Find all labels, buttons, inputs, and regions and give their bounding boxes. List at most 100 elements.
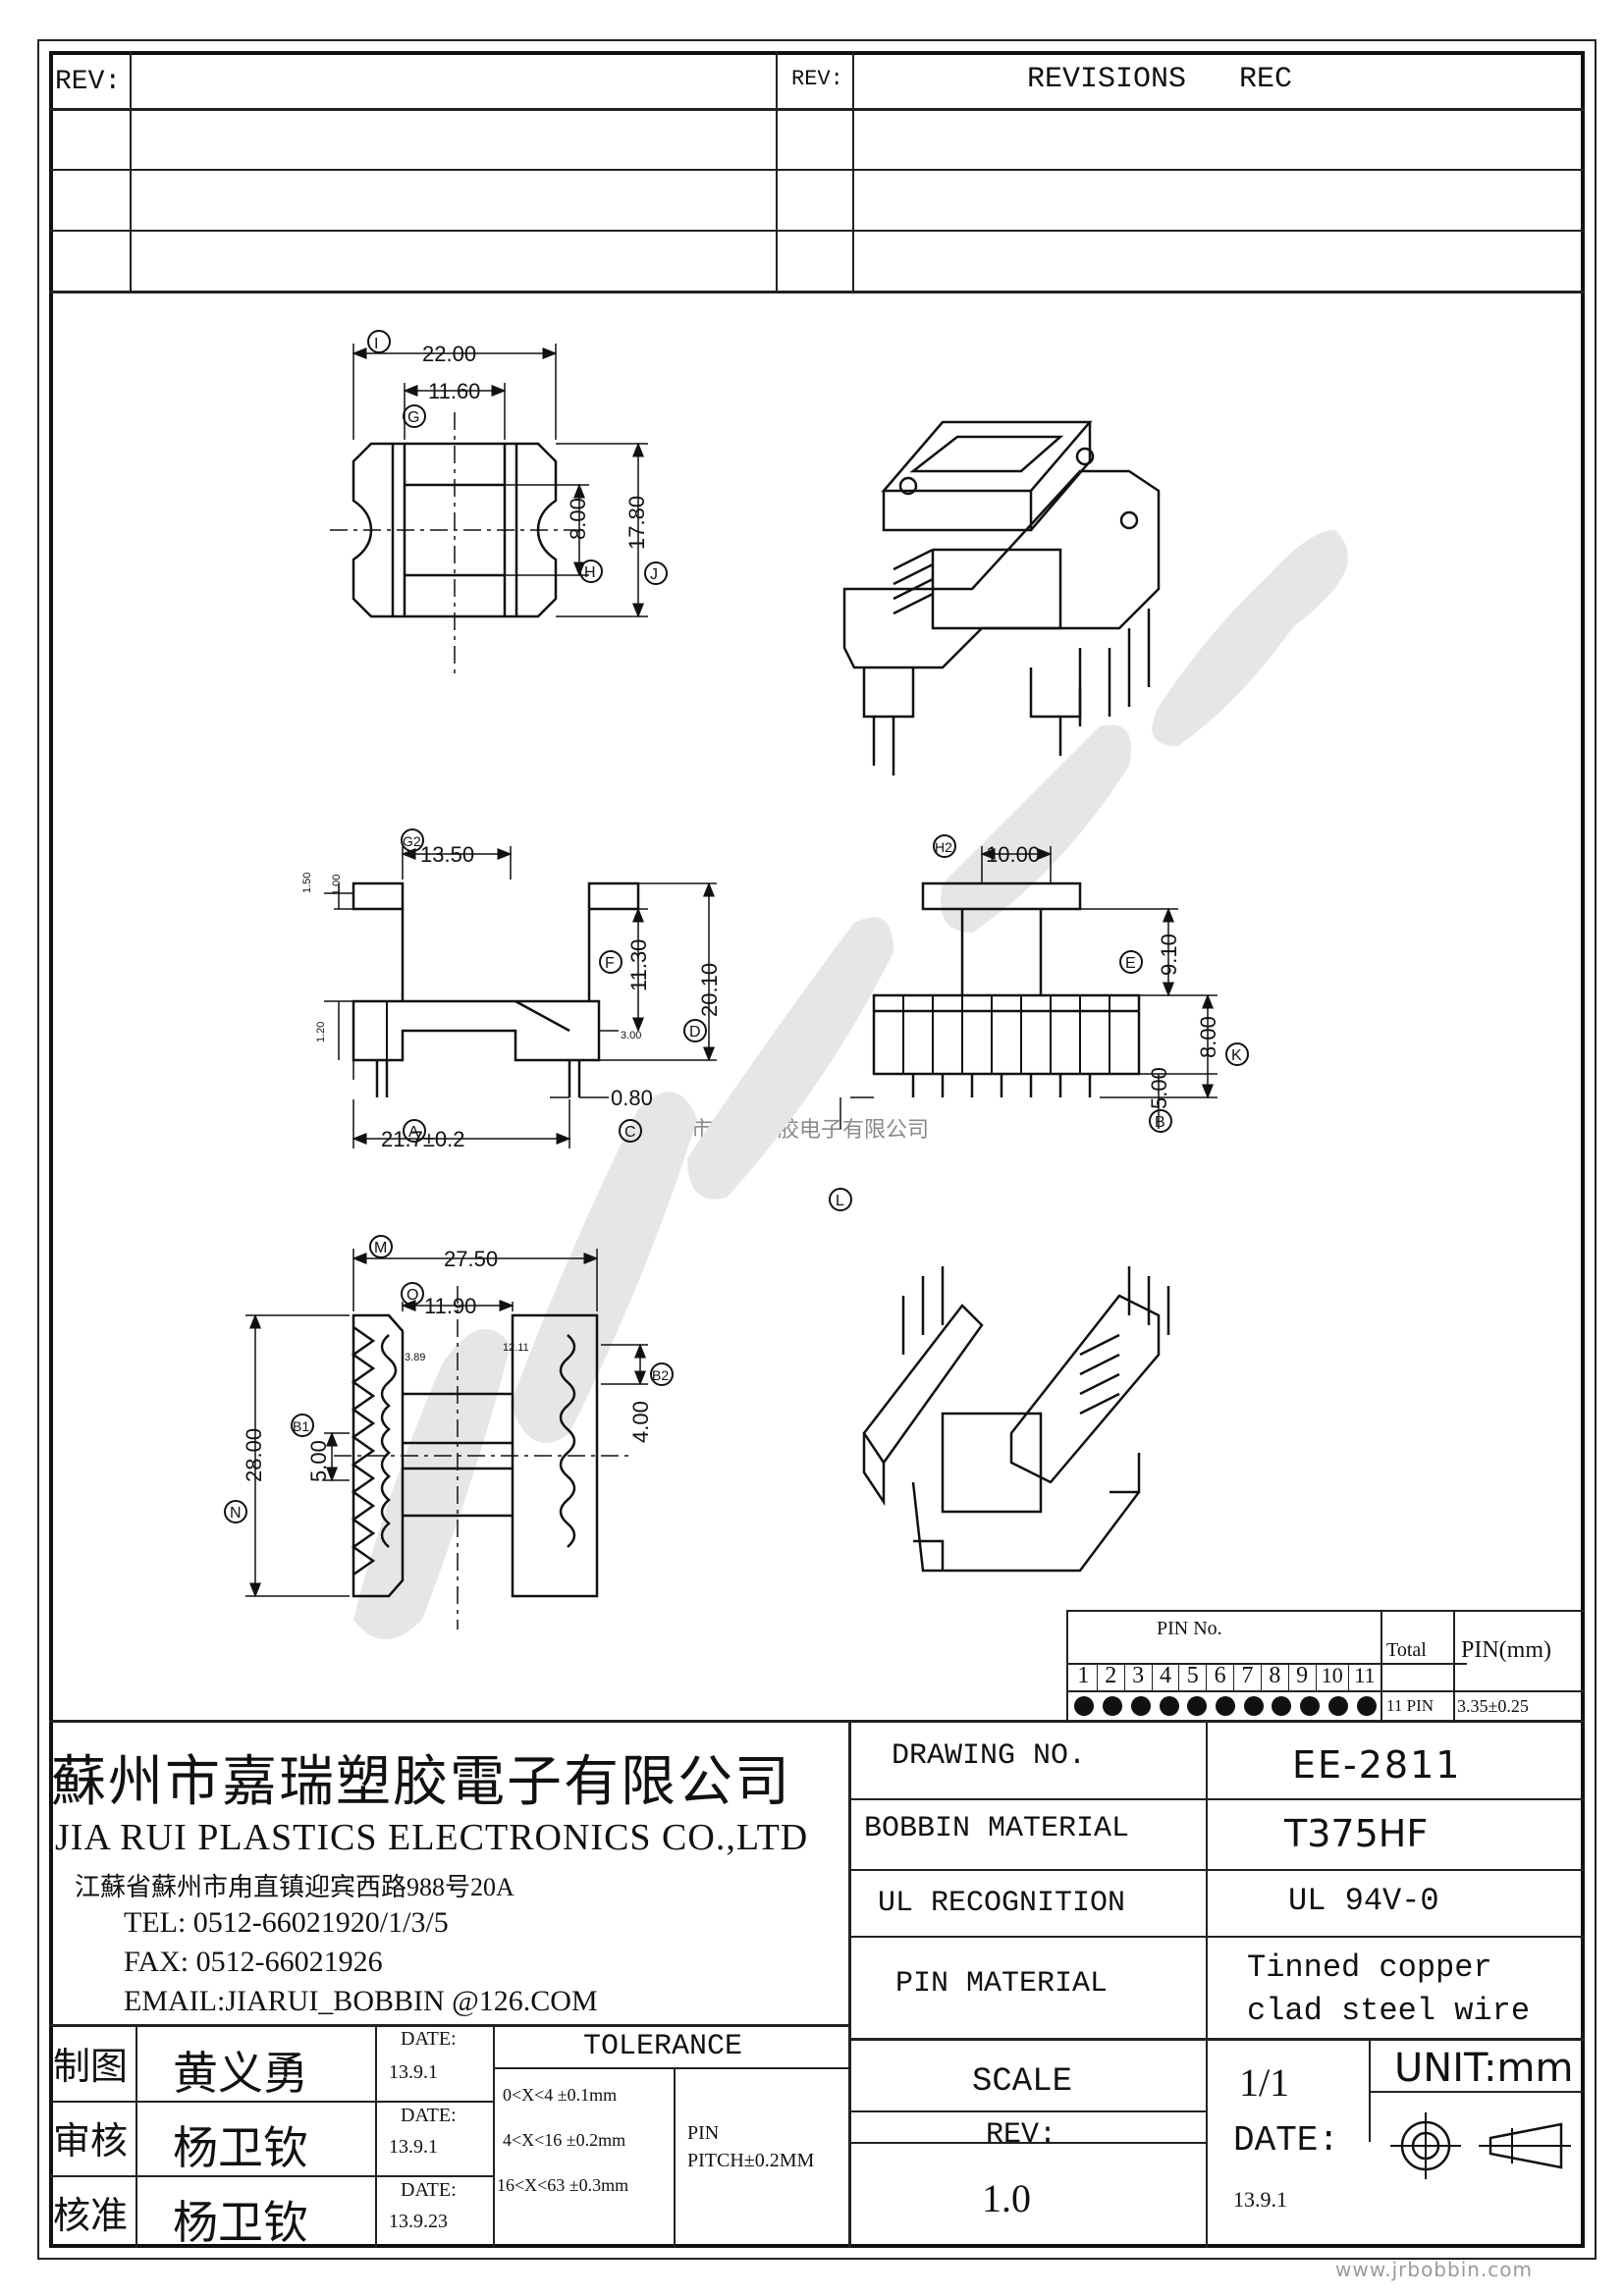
revisions-label: REVISIONS xyxy=(1027,63,1187,96)
ref-d: D xyxy=(689,1024,701,1041)
total-label: Total xyxy=(1386,1639,1427,1661)
ref-h2: H2 xyxy=(935,839,952,855)
ref-f: F xyxy=(605,955,615,972)
rev-label: REV: xyxy=(986,2118,1057,2152)
date-label-approver: DATE: xyxy=(401,2179,457,2201)
company-name-en: JIA RUI PLASTICS ELECTRONICS CO.,LTD xyxy=(55,1817,809,1858)
scale-label: SCALE xyxy=(972,2063,1073,2101)
date-checker: 13.9.1 xyxy=(389,2136,438,2158)
date-label-checker: DATE: xyxy=(401,2105,457,2126)
ref-b: B xyxy=(1155,1114,1165,1131)
ref-e: E xyxy=(1125,955,1136,972)
pin-number: 4 xyxy=(1153,1663,1180,1690)
date-label-drafter: DATE: xyxy=(401,2028,457,2050)
dim-11-30: 11.30 xyxy=(626,939,651,991)
pin-number: 1 xyxy=(1070,1663,1098,1690)
pin-dot xyxy=(1103,1696,1123,1716)
company-address: 江蘇省蘇州市甪直镇迎宾西路988号20A xyxy=(75,1873,514,1901)
dim-21-7: 21.7±0.2 xyxy=(381,1127,464,1151)
pin-dot xyxy=(1187,1696,1208,1716)
ref-b1: B1 xyxy=(293,1418,309,1434)
ref-g2: G2 xyxy=(403,833,421,849)
ref-k: K xyxy=(1231,1047,1242,1064)
dim-5-00: 5.00 xyxy=(1147,1067,1171,1109)
pin-dot xyxy=(1272,1696,1292,1716)
dim-13-50: 13.50 xyxy=(420,842,474,867)
ref-g: G xyxy=(407,409,419,426)
dim-8-00: 8.00 xyxy=(566,498,590,540)
dim-27-50: 27.50 xyxy=(444,1247,498,1271)
ref-l: L xyxy=(836,1193,844,1209)
pin-material-value-2: clad steel wire xyxy=(1247,1993,1531,2029)
name-checker: 杨卫钦 xyxy=(173,2123,308,2173)
drawing-no-value: EE-2811 xyxy=(1292,1743,1462,1787)
pin-dot xyxy=(1243,1696,1264,1716)
dim-28-00: 28.00 xyxy=(242,1428,266,1482)
pin-dot xyxy=(1300,1696,1321,1716)
ref-m: M xyxy=(374,1240,387,1256)
role-checker: 审核 xyxy=(53,2121,129,2163)
scale-value: 1/1 xyxy=(1239,2060,1290,2105)
ref-o: O xyxy=(406,1287,418,1304)
dim-11-90: 11.90 xyxy=(424,1294,476,1318)
pin-dot xyxy=(1130,1696,1151,1716)
watermark-brush-strokes xyxy=(353,530,1348,1639)
date-approver: 13.9.23 xyxy=(389,2211,448,2232)
bobbin-material-value: T375HF xyxy=(1284,1812,1429,1855)
tolerance-row-3: 16<X<63 ±0.3mm xyxy=(497,2175,629,2195)
company-fax: FAX: 0512-66021926 xyxy=(124,1946,383,1978)
top-view-labels: 22.00 11.60 8.00 17.80 I G H J xyxy=(367,330,668,585)
pin-number: 2 xyxy=(1098,1663,1125,1690)
ref-c: C xyxy=(624,1124,636,1141)
pin-number: 3 xyxy=(1125,1663,1153,1690)
dim-12-11: 12.11 xyxy=(503,1342,529,1354)
date-box-value: 13.9.1 xyxy=(1233,2187,1287,2212)
pin-dot xyxy=(1327,1696,1348,1716)
ref-n: N xyxy=(230,1505,242,1522)
side-view xyxy=(324,846,717,1148)
pin-material-value-1: Tinned copper xyxy=(1247,1949,1492,1986)
bottom-view-labels: 27.50 11.90 3.89 12.11 28.00 5.00 4.00 M… xyxy=(224,1235,674,1523)
tolerance-pin-label: PIN xyxy=(687,2122,720,2144)
dim-0-80: 0.80 xyxy=(611,1086,653,1110)
front-view-labels: 10.00 9.10 8.00 5.00 H2 E K B L xyxy=(829,834,1249,1211)
pin-number: 9 xyxy=(1289,1663,1317,1690)
pin-number: 11 xyxy=(1354,1663,1376,1687)
company-name-cn: 蘇州市嘉瑞塑胶電子有限公司 xyxy=(51,1752,791,1813)
role-drafter: 制图 xyxy=(53,2047,129,2088)
top-view-outline xyxy=(352,442,558,618)
pin-number: 7 xyxy=(1234,1663,1262,1690)
dim-11-60: 11.60 xyxy=(428,379,480,403)
iso-view-top xyxy=(842,420,1161,775)
dim-10-00: 10.00 xyxy=(986,842,1040,867)
tolerance-row-1: 0<X<4 ±0.1mm xyxy=(503,2085,618,2105)
ref-a: A xyxy=(408,1124,419,1141)
ref-i: I xyxy=(374,336,378,352)
role-approver: 核准 xyxy=(53,2196,129,2237)
dim-9-10: 9.10 xyxy=(1157,934,1181,976)
ul-recognition-value: UL 94V-0 xyxy=(1288,1883,1439,1919)
bobbin-material-label: BOBBIN MATERIAL xyxy=(864,1812,1130,1845)
dim-22-00: 22.00 xyxy=(422,342,476,366)
iso-view-bottom xyxy=(862,1266,1170,1573)
ref-j: J xyxy=(650,566,658,583)
footer-url: www.jrbobbin.com xyxy=(1335,2258,1533,2281)
pin-number: 6 xyxy=(1207,1663,1235,1690)
dim-3-00: 3.00 xyxy=(621,1030,641,1041)
dim-3-89: 3.89 xyxy=(405,1352,425,1363)
tolerance-title: TOLERANCE xyxy=(583,2030,743,2063)
bottom-view xyxy=(245,1249,648,1629)
rec-label: REC xyxy=(1239,63,1293,96)
name-approver: 杨卫钦 xyxy=(173,2198,308,2248)
dim-17-80: 17.80 xyxy=(624,496,649,550)
top-view xyxy=(330,344,648,677)
pin-dot xyxy=(1356,1696,1377,1716)
unit-label: UNIT:mm xyxy=(1394,2046,1574,2091)
front-view xyxy=(839,846,1218,1129)
dim-1-20: 1.20 xyxy=(315,1022,327,1042)
dim-1-50: 1.50 xyxy=(301,873,313,893)
outer-border xyxy=(37,39,1597,2260)
side-view-labels: 13.50 1.50 1.00 1.20 11.30 20.10 3.00 0.… xyxy=(301,828,722,1151)
pin-dot xyxy=(1215,1696,1235,1716)
